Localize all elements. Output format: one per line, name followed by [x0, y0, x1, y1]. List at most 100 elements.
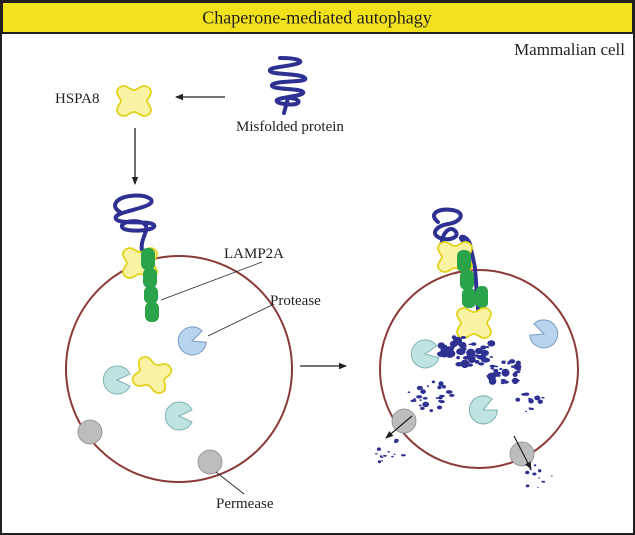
- peptide-fragment: [528, 407, 532, 410]
- peptide-fragment: [460, 335, 466, 340]
- peptide-fragment: [481, 350, 488, 357]
- peptide-fragment: [445, 390, 453, 394]
- peptide-fragment: [422, 396, 428, 400]
- peptide-fragment: [475, 347, 483, 355]
- peptide-fragment: [456, 355, 460, 360]
- peptide-fragment: [471, 342, 477, 346]
- arrow-icon: [385, 415, 413, 439]
- permease-icon: [391, 408, 417, 434]
- lysosome-icon: [65, 255, 293, 483]
- peptide-fragment: [528, 398, 534, 404]
- peptide-fragment: [510, 365, 516, 368]
- peptide-fragment: [416, 385, 422, 391]
- peptide-fragment: [493, 368, 499, 372]
- peptide-fragment: [419, 399, 422, 401]
- peptide-fragment: [529, 468, 532, 471]
- peptide-fragment: [525, 470, 530, 475]
- peptide-fragment: [537, 469, 542, 473]
- peptide-fragment: [495, 374, 501, 377]
- hspa8-chaperone-icon: [116, 85, 152, 117]
- lamp2a-label: LAMP2A: [224, 246, 284, 262]
- peptide-fragment: [391, 455, 394, 458]
- peptide-fragment: [441, 384, 446, 389]
- peptide-fragment: [495, 371, 502, 376]
- peptide-fragment: [501, 360, 506, 364]
- peptide-fragment: [512, 372, 518, 378]
- leader-line: [215, 471, 245, 495]
- peptide-fragment: [501, 368, 510, 377]
- peptide-fragment: [381, 460, 383, 462]
- peptide-fragment: [481, 357, 491, 363]
- peptide-fragment: [455, 362, 463, 367]
- peptide-fragment: [489, 364, 496, 368]
- peptide-fragment: [487, 372, 496, 381]
- peptide-fragment: [436, 405, 443, 410]
- peptide-fragment: [525, 484, 530, 488]
- peptide-fragment: [376, 447, 381, 451]
- peptide-fragment: [515, 397, 521, 402]
- permease-label: Permease: [216, 496, 274, 512]
- misfolded-protein-icon: [432, 207, 481, 322]
- hspa8-label: HSPA8: [55, 91, 99, 107]
- peptide-fragment: [538, 477, 540, 479]
- peptide-fragment: [416, 395, 423, 399]
- permease-icon: [509, 441, 535, 467]
- protease-label: Protease: [270, 293, 321, 309]
- peptide-fragment: [420, 389, 426, 394]
- peptide-fragment: [393, 453, 396, 456]
- peptide-fragment: [431, 380, 436, 384]
- peptide-fragment: [450, 342, 454, 347]
- permease-icon: [77, 419, 103, 445]
- peptide-fragment: [537, 487, 539, 489]
- peptide-fragment: [550, 475, 553, 477]
- peptide-fragment: [395, 439, 399, 442]
- misfolded-protein-icon: [267, 56, 308, 115]
- degraded-fragments: [374, 335, 553, 489]
- peptide-fragment: [514, 370, 521, 374]
- peptide-fragment: [383, 454, 387, 457]
- peptide-fragment: [438, 400, 445, 403]
- peptide-fragment: [524, 411, 528, 412]
- leader-line: [207, 304, 273, 337]
- peptide-fragment: [449, 393, 455, 397]
- peptide-fragment: [511, 377, 519, 385]
- peptide-fragment: [377, 460, 382, 464]
- peptide-fragment: [474, 359, 480, 364]
- peptide-fragment: [401, 454, 406, 457]
- peptide-fragment: [418, 404, 422, 407]
- peptide-fragment: [494, 365, 499, 368]
- peptide-fragment: [516, 367, 522, 371]
- peptide-fragment: [485, 346, 490, 349]
- peptide-fragment: [387, 451, 391, 453]
- peptide-fragment: [537, 399, 543, 404]
- peptide-fragment: [438, 396, 443, 400]
- peptide-fragment: [435, 397, 439, 399]
- peptide-fragment: [429, 409, 434, 413]
- peptide-fragment: [472, 356, 476, 360]
- peptide-fragment: [473, 354, 480, 358]
- peptide-fragment: [463, 364, 467, 367]
- lamp2a-receptor-icon: [457, 250, 488, 308]
- peptide-fragment: [381, 456, 384, 458]
- peptide-fragment: [456, 348, 466, 356]
- peptide-fragment: [374, 453, 378, 455]
- peptide-fragment: [499, 367, 503, 371]
- peptide-fragment: [422, 401, 430, 408]
- peptide-fragment: [458, 342, 466, 347]
- peptide-fragment: [532, 472, 537, 476]
- peptide-fragment: [489, 356, 494, 358]
- peptide-fragment: [468, 351, 473, 354]
- peptide-fragment: [528, 397, 531, 400]
- peptide-fragment: [478, 362, 485, 366]
- peptide-fragment: [438, 381, 444, 387]
- peptide-fragment: [487, 340, 496, 347]
- misfolded-protein-label: Misfolded protein: [236, 119, 344, 135]
- peptide-fragment: [437, 342, 445, 349]
- context-label: Mammalian cell: [514, 40, 625, 59]
- title-bar: [1, 1, 634, 34]
- misfolded-protein-icon: [113, 193, 157, 252]
- peptide-fragment: [410, 399, 417, 403]
